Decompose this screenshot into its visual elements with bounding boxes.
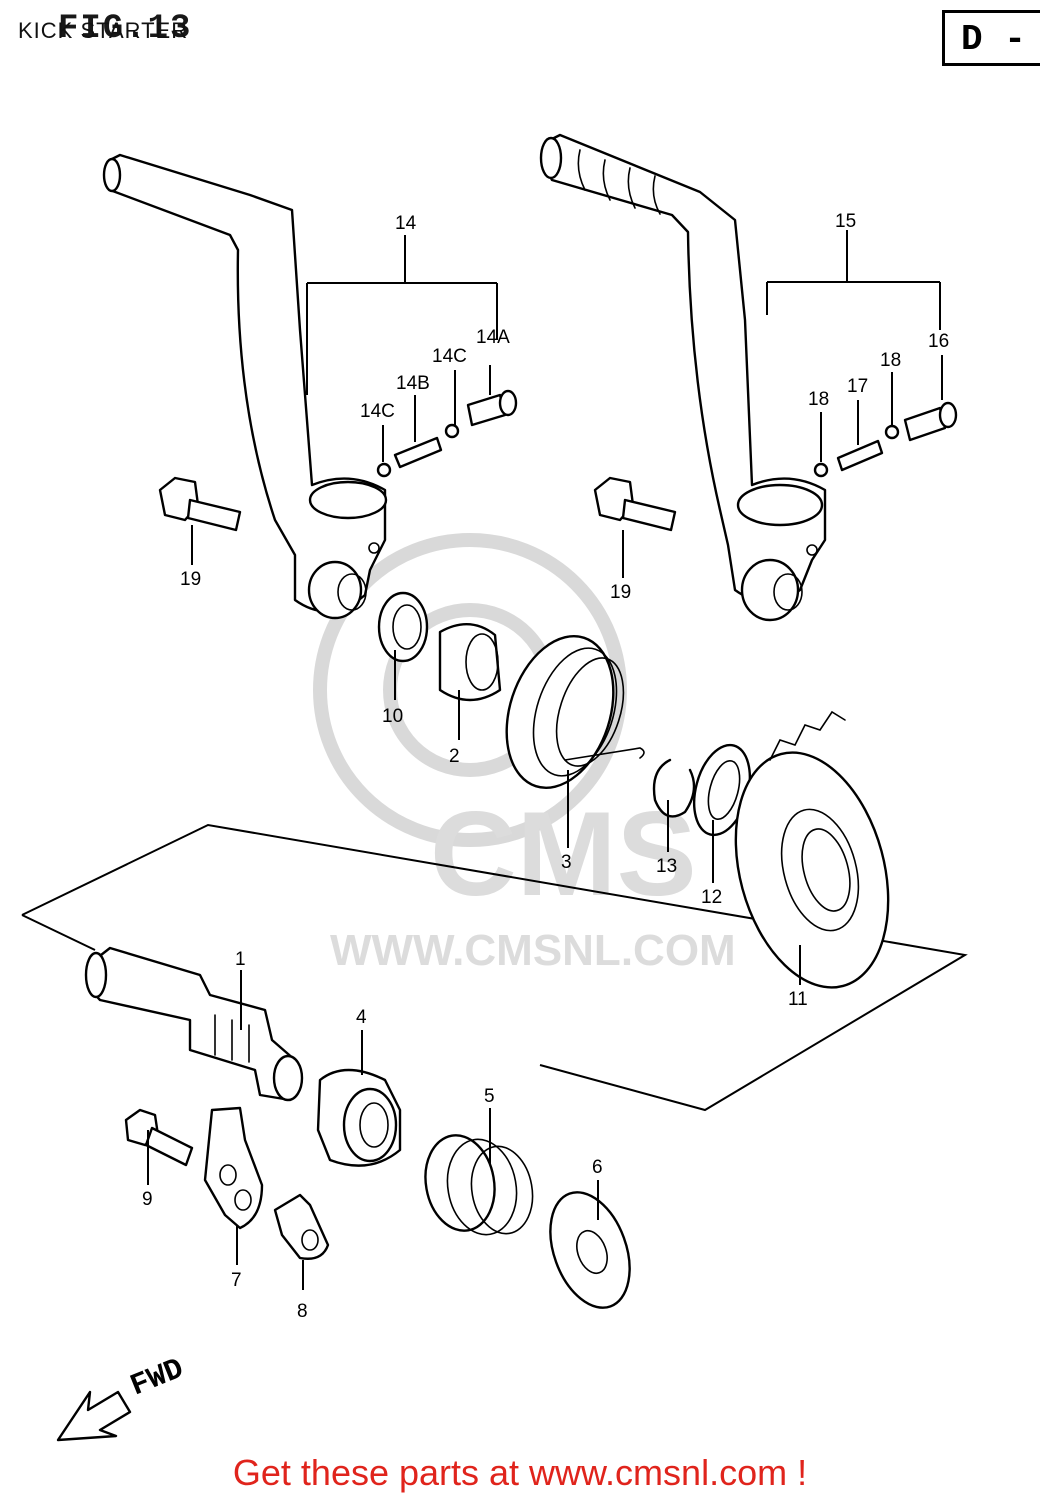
bolt-19-right[interactable]: [593, 476, 677, 532]
circlip-13[interactable]: [652, 758, 696, 818]
oil-seal-10[interactable]: [377, 591, 429, 663]
page-code: D -: [961, 19, 1026, 60]
bolt-9[interactable]: [124, 1108, 194, 1167]
forward-direction-indicator: FWD: [56, 1353, 189, 1442]
ball-18-upper[interactable]: [884, 424, 900, 440]
screw-16[interactable]: [903, 401, 958, 442]
bolt-19-left[interactable]: [158, 476, 242, 532]
return-spring-3[interactable]: [488, 622, 645, 801]
callout-14C-upper: 14C: [432, 346, 467, 367]
page-code-badge: D -: [942, 10, 1040, 66]
guide-2[interactable]: [438, 623, 502, 702]
callout-7: 7: [231, 1270, 242, 1291]
watermark-url: WWW.CMSNL.COM: [330, 926, 736, 975]
kick-lever-14[interactable]: [102, 153, 388, 620]
callout-14B: 14B: [396, 373, 430, 394]
kick-shaft-1[interactable]: [84, 946, 304, 1102]
callout-14A: 14A: [476, 327, 510, 348]
ball-18-lower[interactable]: [813, 462, 829, 478]
guide-plate-8[interactable]: [273, 1193, 330, 1260]
spring-17[interactable]: [836, 439, 884, 472]
screw-14A[interactable]: [466, 389, 518, 427]
figure-number: FIG.13: [58, 10, 193, 48]
starter-gear-11[interactable]: [711, 710, 912, 1005]
callout-10: 10: [382, 706, 403, 727]
callout-3: 3: [561, 852, 572, 873]
watermark-brand: CMS: [430, 787, 697, 921]
washer-6[interactable]: [536, 1181, 645, 1318]
callout-19-right: 19: [610, 582, 631, 603]
callout-labels: 14 14A 14C 14B 14C 15 16 18 17 18 19 19 …: [142, 211, 949, 1322]
ball-14C-lower[interactable]: [376, 462, 392, 478]
watermark: CMS WWW.CMSNL.COM: [313, 533, 736, 975]
stopper-plate-7[interactable]: [203, 1106, 264, 1230]
callout-12: 12: [701, 887, 722, 908]
ball-14C-upper[interactable]: [444, 423, 460, 439]
footer-parts-link[interactable]: Get these parts at www.cmsnl.com !: [232, 1452, 808, 1493]
callout-5: 5: [484, 1086, 495, 1107]
callout-18-upper: 18: [880, 350, 901, 371]
callout-16: 16: [928, 331, 949, 352]
spring-14B[interactable]: [393, 436, 443, 469]
assembly-outline: [21, 823, 968, 1112]
callout-11: 11: [788, 989, 808, 1010]
callout-4: 4: [356, 1007, 367, 1028]
callout-6: 6: [592, 1157, 603, 1178]
callout-1: 1: [235, 949, 246, 970]
leader-lines: [147, 230, 943, 1290]
callout-8: 8: [297, 1301, 308, 1322]
forward-arrow-icon: [56, 1390, 132, 1442]
callout-14C-lower: 14C: [360, 401, 395, 422]
callout-15: 15: [835, 211, 856, 232]
drive-gear-4[interactable]: [316, 1068, 402, 1167]
forward-label: FWD: [126, 1353, 189, 1405]
callout-2: 2: [449, 746, 460, 767]
kick-lever-15[interactable]: [539, 133, 827, 622]
callout-13: 13: [656, 856, 677, 877]
callout-19-left: 19: [180, 569, 201, 590]
page-title: KICK STARTER: [18, 18, 189, 43]
callout-14: 14: [395, 213, 417, 234]
callout-18-lower: 18: [808, 389, 829, 410]
callout-17: 17: [847, 376, 868, 397]
spring-5[interactable]: [418, 1130, 539, 1240]
callout-9: 9: [142, 1189, 153, 1210]
